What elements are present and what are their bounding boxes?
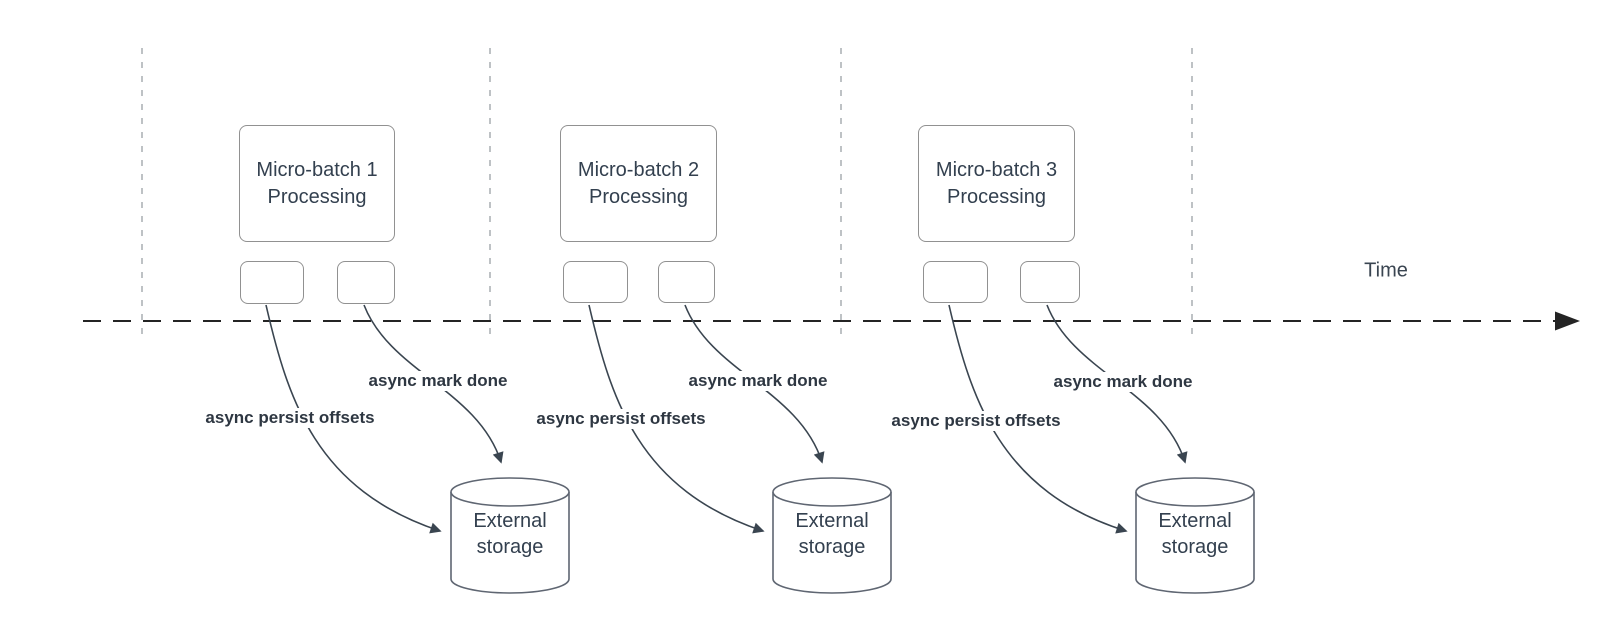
external-storage-label-1-line2: storage <box>476 536 544 558</box>
micro-batch-3-title-line2: Processing <box>947 185 1046 208</box>
micro-batch-3-offset-task-box <box>923 261 988 303</box>
time-axis-label: Time <box>1364 259 1408 282</box>
mark-done-label-1: async mark done <box>365 371 511 391</box>
micro-batch-3-title-line1: Micro-batch 3 <box>935 158 1058 181</box>
micro-batch-1-processing-box: Micro-batch 1 Processing <box>239 125 395 242</box>
persist-offsets-arrow-1 <box>265 304 442 534</box>
micro-batch-2-title-line1: Micro-batch 2 <box>577 158 700 181</box>
persist-offsets-label-3: async persist offsets <box>888 411 1064 431</box>
micro-batch-2-title-line2: Processing <box>589 185 688 208</box>
external-storage-label-3: External storage <box>1158 508 1231 560</box>
micro-batch-1-title-line1: Micro-batch 1 <box>256 158 378 181</box>
micro-batch-3-processing-box: Micro-batch 3 Processing <box>918 125 1075 242</box>
external-storage-label-1: External storage <box>473 508 546 560</box>
micro-batch-2-offset-task-box <box>563 261 628 303</box>
storage-cylinder-1 <box>450 477 570 594</box>
external-storage-label-2-line2: storage <box>798 536 866 558</box>
mark-done-label-3: async mark done <box>1050 372 1196 392</box>
external-storage-label-3-line1: External <box>1158 510 1232 532</box>
micro-batch-1-done-task-box <box>337 261 395 304</box>
persist-offsets-label-2: async persist offsets <box>533 409 709 429</box>
micro-batch-2-processing-box: Micro-batch 2 Processing <box>560 125 717 242</box>
micro-batch-1-title-line2: Processing <box>267 185 367 208</box>
persist-offsets-label-1: async persist offsets <box>202 408 378 428</box>
external-storage-label-1-line1: External <box>473 510 547 532</box>
external-storage-label-3-line2: storage <box>1161 536 1229 558</box>
external-storage-label-2-line1: External <box>795 510 869 532</box>
timeline-arrowhead-icon <box>1555 311 1580 331</box>
micro-batch-1-offset-task-box <box>240 261 304 304</box>
micro-batch-3-done-task-box <box>1020 261 1080 303</box>
mark-done-label-2: async mark done <box>685 371 831 391</box>
storage-cylinder-3 <box>1135 477 1255 594</box>
external-storage-label-2: External storage <box>795 508 868 560</box>
persist-offsets-arrow-2 <box>588 304 765 534</box>
persist-offsets-arrow-3 <box>948 304 1128 534</box>
storage-cylinder-2 <box>772 477 892 594</box>
micro-batch-2-done-task-box <box>658 261 715 303</box>
